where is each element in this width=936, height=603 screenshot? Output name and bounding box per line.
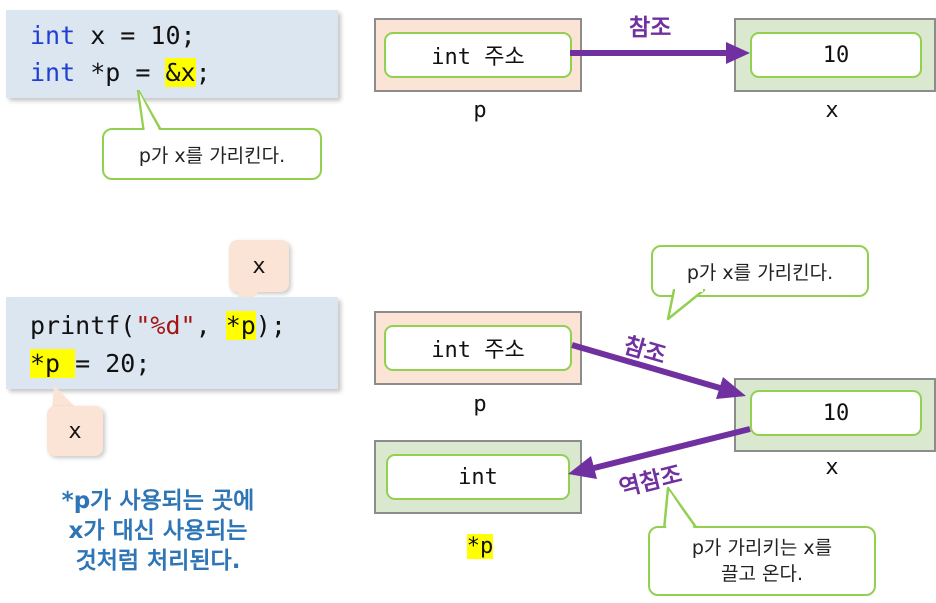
pointer-p-value-int-address: int 주소 (384, 32, 572, 78)
code-line-declare-x: int x = 10; (30, 21, 196, 50)
deref-result-value-int: int (386, 454, 570, 500)
reference-label-top: 참조 (629, 15, 672, 41)
bottom-callout-drags-tail-cover (666, 491, 695, 530)
top-callout-tail-cover (139, 93, 160, 132)
explanation-note: *p가 사용되는 곳에 x가 대신 사용되는 것처럼 처리된다. (61, 488, 255, 574)
reference-arrow-top (570, 42, 750, 64)
top-callout: p가 x를 가리킨다. (102, 128, 322, 180)
code-line-declare-p: int *p = &x; (30, 58, 211, 87)
bottom-callout-points-tail (666, 289, 706, 321)
label-x-top: x (825, 98, 839, 123)
label-p-bottom: p (473, 392, 487, 417)
deref-p-highlight-printf: *p (225, 311, 256, 340)
pointer-p-value-bottom: int 주소 (384, 325, 572, 371)
label-x-bottom: x (825, 455, 839, 480)
variable-x-value-bottom: 10 (750, 390, 922, 436)
x-bubble-top: x (229, 240, 289, 292)
address-of-x-highlight: &x (165, 58, 196, 87)
code-line-printf: printf("%d", *p); (30, 311, 286, 340)
label-star-p: *p (466, 534, 494, 559)
top-code-panel: int x = 10; int *p = &x; (6, 10, 338, 98)
label-p-top: p (473, 98, 487, 123)
x-bubble-bottom-tail (52, 385, 76, 408)
bottom-callout-drags: p가 가리키는 x를 끌고 온다. (648, 526, 876, 596)
x-bubble-bottom: x (47, 406, 103, 456)
code-line-assign: *p = 20; (30, 349, 151, 378)
bottom-code-panel: printf("%d", *p); *p = 20; (6, 297, 338, 389)
deref-p-highlight-assign: *p (30, 349, 76, 378)
variable-x-value: 10 (750, 32, 922, 78)
